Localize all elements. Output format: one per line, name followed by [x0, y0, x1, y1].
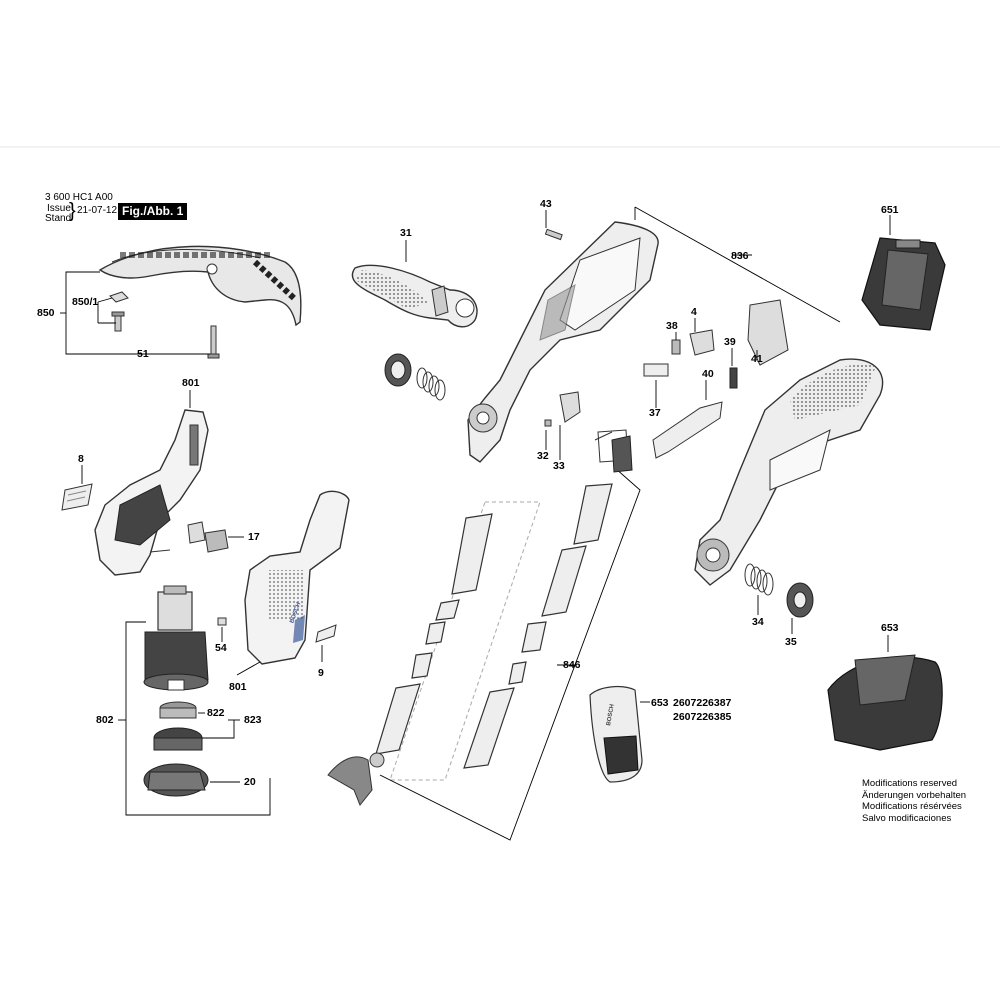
small-parts-54-9: [217, 617, 337, 676]
part-label-802: 802: [96, 714, 114, 726]
part-label-801-upper: 801: [182, 377, 200, 389]
knob-spring-right: [744, 563, 814, 634]
spool-parts: [143, 701, 209, 797]
leader-lines-motor: [118, 621, 271, 816]
battery-charger: [827, 635, 943, 751]
leader-lines-836: [634, 206, 841, 323]
order-code-2: 2607226385: [673, 711, 732, 723]
part-label-9: 9: [318, 667, 324, 679]
part-label-8: 8: [78, 453, 84, 465]
part-label-822: 822: [207, 707, 225, 719]
part-label-37: 37: [649, 407, 661, 419]
motor-housing-half-left: [94, 409, 209, 576]
part-label-850: 850: [37, 307, 55, 319]
label-sticker-8: [61, 483, 93, 511]
brace-glyph: }: [69, 200, 76, 222]
part-label-20: 20: [244, 776, 256, 788]
switch-parts-17: [187, 521, 244, 553]
part-label-51: 51: [137, 348, 149, 360]
notice-en: Modifications reserved: [862, 778, 958, 789]
upper-handle-housing-left: [467, 221, 659, 463]
part-label-33: 33: [553, 460, 565, 472]
part-label-38: 38: [666, 320, 678, 332]
switch-components: [544, 299, 789, 463]
part-label-34: 34: [752, 616, 764, 628]
issue-label: Issue: [47, 203, 71, 214]
leader-lines-guard: [60, 271, 210, 355]
part-label-32: 32: [537, 450, 549, 462]
model-number: 3 600 HC1 A00: [45, 192, 113, 203]
issue-date: 21-07-12: [77, 205, 118, 216]
stand-label: Stand: [45, 213, 72, 224]
part-label-41: 41: [751, 353, 763, 365]
part-label-4: 4: [691, 306, 697, 318]
part-label-39: 39: [724, 336, 736, 348]
part-label-17: 17: [248, 531, 260, 543]
modifications-notice: Modifications reserved Änderungen vorbeh…: [862, 778, 966, 824]
order-code-1: 2607226387: [673, 697, 732, 709]
part-label-653-charging-unit: 653: [651, 697, 669, 709]
part-label-651-battery: 651: [881, 204, 899, 216]
knob-spring-left: [384, 353, 446, 401]
guard-fasteners: [109, 291, 220, 359]
part-label-850-1: 850/1: [72, 296, 99, 308]
part-label-54: 54: [215, 642, 227, 654]
notice-es: Salvo modificaciones: [862, 812, 952, 824]
notice-fr: Modifications résérvées: [862, 801, 962, 812]
figure-label: Fig./Abb. 1: [118, 203, 188, 220]
part-label-836: 836: [731, 250, 749, 262]
part-label-846: 846: [563, 659, 581, 671]
part-label-40: 40: [702, 368, 714, 380]
part-label-43: 43: [540, 198, 552, 210]
upper-handle-housing-right: [694, 358, 884, 586]
screw-43: [544, 210, 563, 241]
motor-assembly: [143, 585, 209, 691]
battery-charging-unit: [589, 685, 650, 783]
part-label-31: 31: [400, 227, 412, 239]
battery-pack: [861, 237, 946, 331]
notice-de: Änderungen vorbehalten: [862, 789, 967, 801]
shaft-assembly: [327, 431, 641, 841]
part-label-653-charger: 653: [881, 622, 899, 634]
part-label-35: 35: [785, 636, 797, 648]
motor-housing-half-right: [244, 490, 350, 665]
auxiliary-handle-grip: [351, 264, 478, 328]
guard-cover-part: [98, 245, 302, 327]
part-label-823: 823: [244, 714, 262, 726]
part-label-801-lower: 801: [229, 681, 247, 693]
